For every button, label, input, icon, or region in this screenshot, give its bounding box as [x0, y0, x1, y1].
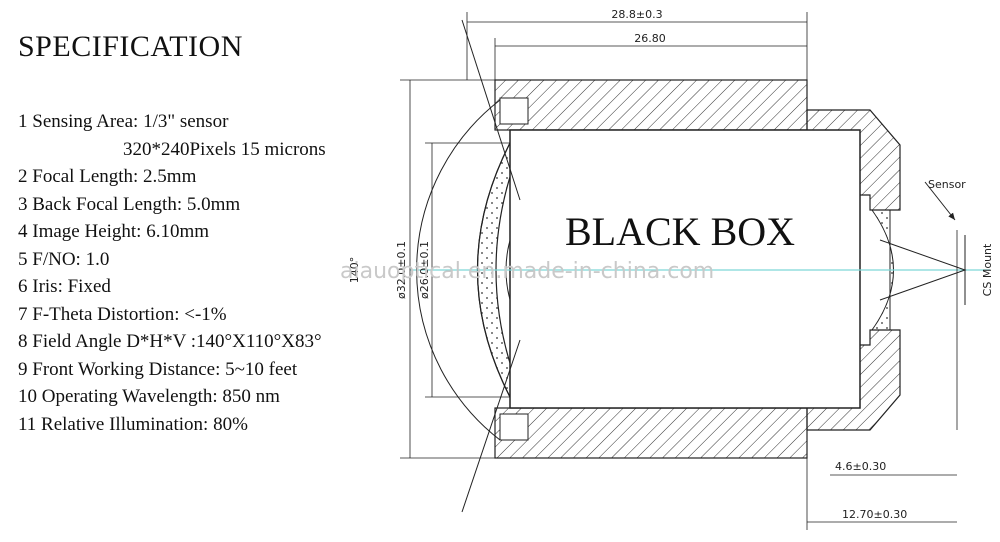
spec-item: 2 Focal Length: 2.5mm — [18, 166, 197, 187]
housing-top — [494, 79, 808, 131]
dim-body: 26.80 — [494, 32, 807, 80]
spec-item: 1 Sensing Area: 1/3" sensor — [18, 111, 229, 132]
svg-text:28.8±0.3: 28.8±0.3 — [611, 8, 662, 21]
dim-flange: 4.6±0.30 — [830, 460, 957, 476]
black-box — [509, 129, 861, 409]
spec-item: 8 Field Angle D*H*V :140°X110°X83° — [18, 331, 322, 352]
svg-text:ø26.0±0.1: ø26.0±0.1 — [418, 241, 431, 299]
spec-item: 9 Front Working Distance: 5~10 feet — [18, 358, 298, 380]
dim-back: 12.70±0.30 — [806, 458, 957, 530]
spec-item: 11 Relative Illumination: 80% — [18, 413, 248, 435]
svg-text:26.80: 26.80 — [634, 32, 666, 45]
spec-list: 1 Sensing Area: 1/3" sensor 320*240Pixels… — [18, 108, 326, 438]
dim-inner-diameter: ø26.0±0.1 — [418, 142, 510, 398]
mount-label: CS Mount — [981, 243, 994, 296]
spec-item: 7 F-Theta Distortion: <-1% — [18, 303, 227, 325]
spec-item: 5 F/NO: 1.0 — [18, 248, 110, 270]
spec-item: 10 Operating Wavelength: 850 nm — [18, 386, 280, 407]
spec-item: 6 Iris: Fixed — [18, 276, 111, 297]
dim-overall: 28.8±0.3 — [466, 8, 808, 80]
watermark: aiauoptical.en.made-in-china.com — [340, 259, 714, 284]
spec-title: SPECIFICATION — [18, 30, 243, 63]
housing-bottom — [494, 407, 808, 459]
svg-text:12.70±0.30: 12.70±0.30 — [842, 508, 907, 521]
spec-item: 3 Back Focal Length: 5.0mm — [18, 193, 241, 215]
svg-text:4.6±0.30: 4.6±0.30 — [835, 460, 886, 473]
black-box-label: BLACK BOX — [565, 209, 795, 254]
angle-label: 140° — [348, 257, 361, 284]
sensor-label: Sensor — [928, 178, 966, 191]
dim-outer-diameter: ø32.0±0.1 — [395, 79, 495, 459]
field-angle-arc — [416, 99, 501, 441]
spec-item: 4 Image Height: 6.10mm — [18, 221, 210, 242]
rear-lens — [871, 209, 894, 331]
spec-item: 320*240Pixels 15 microns — [123, 138, 326, 160]
svg-text:ø32.0±0.1: ø32.0±0.1 — [395, 241, 408, 299]
